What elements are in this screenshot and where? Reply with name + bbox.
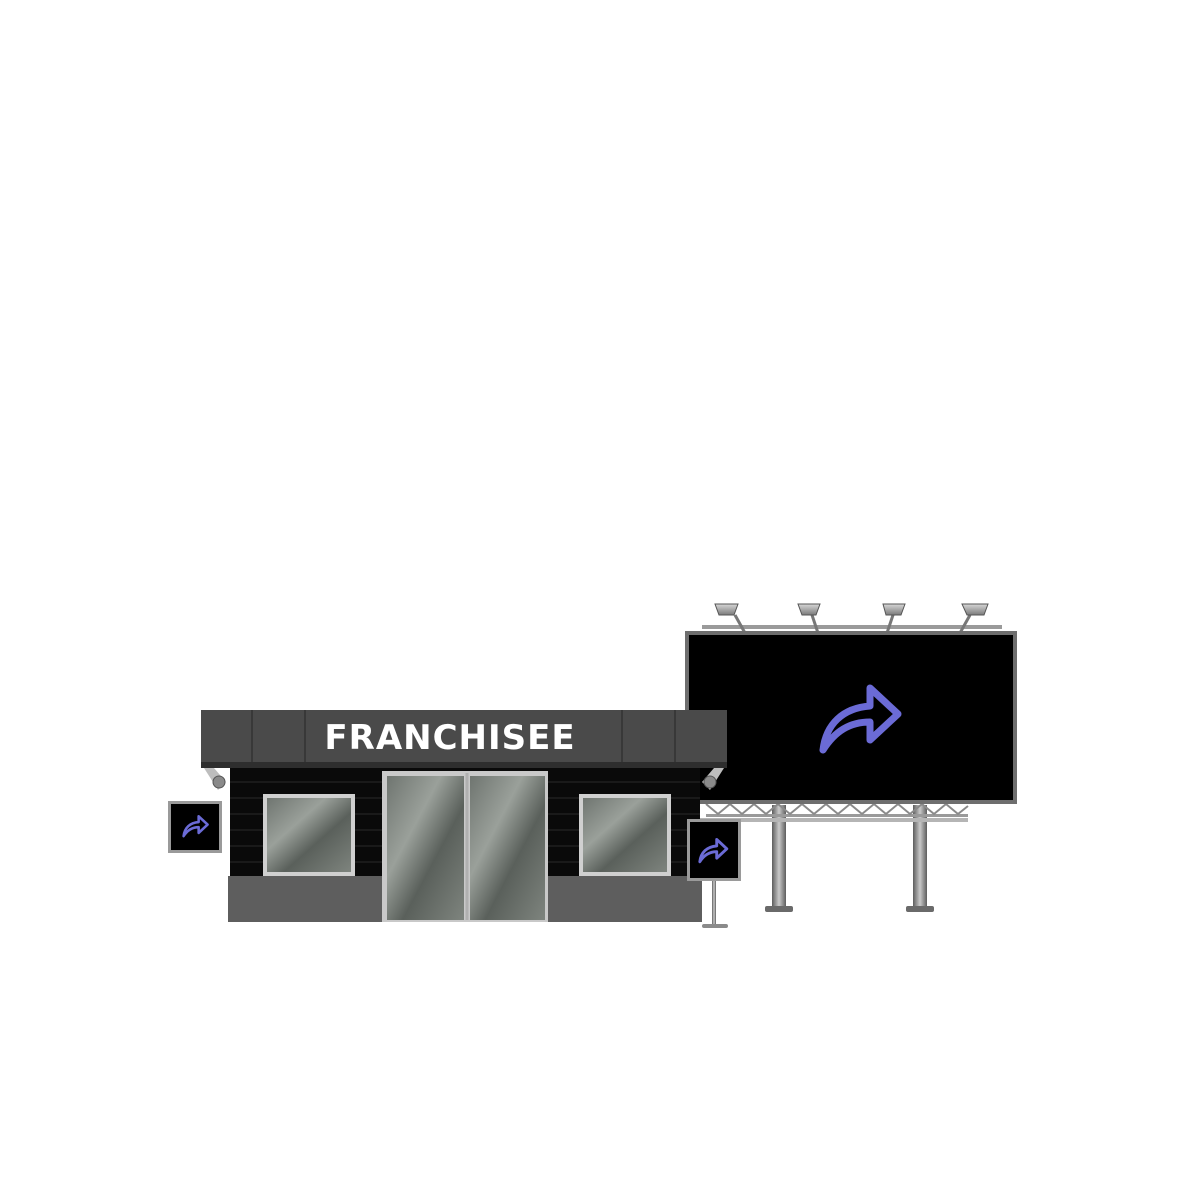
- billboard-pole: [913, 805, 927, 910]
- billboard-screen: [689, 635, 1013, 800]
- sign-band-panels: [251, 710, 676, 762]
- billboard-lamp: [882, 603, 906, 634]
- door-glass-right: [470, 776, 545, 920]
- billboard-lamp-rail: [702, 625, 1002, 629]
- share-arrow-icon: [182, 815, 209, 838]
- billboard: [685, 603, 1017, 912]
- billboard-pole: [772, 805, 786, 910]
- stand-sign: [687, 819, 741, 928]
- billboard-pole-base: [906, 906, 934, 912]
- window-glass: [267, 798, 351, 872]
- share-arrow-icon: [819, 684, 902, 754]
- window-glass: [583, 798, 667, 872]
- share-arrow-icon: [698, 838, 729, 864]
- wall-sign: [168, 801, 222, 853]
- spotlight: [204, 768, 226, 790]
- billboard-lamp: [958, 603, 989, 634]
- store-building: [201, 710, 727, 922]
- store-sign-band: [201, 710, 727, 766]
- billboard-pole-base: [765, 906, 793, 912]
- spotlight: [702, 768, 724, 790]
- door-glass-left: [387, 776, 464, 920]
- billboard-lamp: [714, 603, 747, 634]
- billboard-lamp: [797, 603, 821, 634]
